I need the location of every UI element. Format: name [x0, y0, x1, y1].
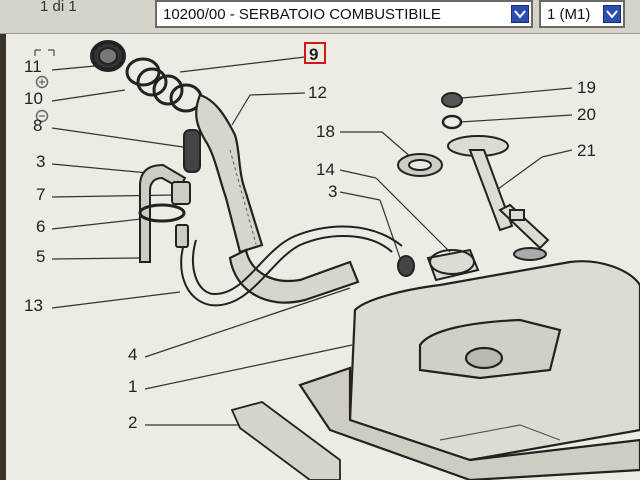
exploded-diagram-area[interactable]: 11 10 8 3 7 6 5 13 4 1 2 12 18 14 3 19 2… [0, 34, 640, 480]
chevron-down-icon [606, 10, 618, 19]
callout-5[interactable]: 5 [36, 247, 45, 266]
tank-neck[interactable] [397, 248, 480, 282]
table-select-value: 10200/00 - SERBATOIO COMBUSTIBILE [163, 6, 441, 23]
callout-7[interactable]: 7 [36, 185, 45, 204]
callout-1[interactable]: 1 [128, 377, 137, 396]
tank-cradle[interactable] [230, 401, 341, 480]
vent-hose[interactable] [180, 225, 403, 307]
page-counter: 1 di 1 [40, 0, 77, 15]
variant-select[interactable]: 1 (M1) [539, 0, 625, 28]
zoom-in-icon[interactable] [35, 75, 49, 89]
callout-4[interactable]: 4 [128, 345, 137, 364]
callout-11[interactable]: 11 [24, 57, 42, 76]
chevron-down-icon [514, 10, 526, 19]
selected-part-callout[interactable]: 9 [304, 42, 326, 64]
fuel-pump-sender[interactable] [447, 135, 550, 261]
fit-page-icon[interactable] [34, 49, 55, 56]
callout-10[interactable]: 10 [24, 89, 43, 108]
toolbar: 1 di 1 10200/00 - SERBATOIO COMBUSTIBILE… [0, 0, 640, 34]
callout-3-left[interactable]: 3 [36, 152, 45, 171]
callout-12[interactable]: 12 [308, 83, 327, 102]
zoom-out-icon[interactable] [35, 109, 49, 123]
fuel-pump-seals[interactable] [397, 92, 463, 177]
window-left-edge [0, 34, 6, 480]
callout-21[interactable]: 21 [577, 141, 596, 160]
variant-select-value: 1 (M1) [547, 6, 591, 23]
filler-cap-parts[interactable] [90, 40, 203, 113]
callout-8[interactable]: 8 [33, 116, 42, 135]
callout-2[interactable]: 2 [128, 413, 137, 432]
filler-neck[interactable] [195, 93, 264, 254]
filler-hose[interactable] [228, 248, 360, 304]
callout-18[interactable]: 18 [316, 122, 335, 141]
table-select[interactable]: 10200/00 - SERBATOIO COMBUSTIBILE [155, 0, 533, 28]
variant-select-dropdown-button[interactable] [603, 5, 621, 23]
table-select-dropdown-button[interactable] [511, 5, 529, 23]
fuel-tank[interactable] [298, 260, 640, 480]
small-hose-parts[interactable] [138, 129, 201, 263]
callout-6[interactable]: 6 [36, 217, 45, 236]
callout-19[interactable]: 19 [577, 78, 596, 97]
leader-lines [51, 56, 573, 426]
callout-14[interactable]: 14 [316, 160, 335, 179]
callout-20[interactable]: 20 [577, 105, 596, 124]
callout-13[interactable]: 13 [24, 296, 43, 315]
callout-3-right[interactable]: 3 [328, 182, 337, 201]
exploded-parts-diagram: 11 10 8 3 7 6 5 13 4 1 2 12 18 14 3 19 2… [24, 40, 640, 480]
callout-9[interactable]: 9 [309, 45, 318, 64]
